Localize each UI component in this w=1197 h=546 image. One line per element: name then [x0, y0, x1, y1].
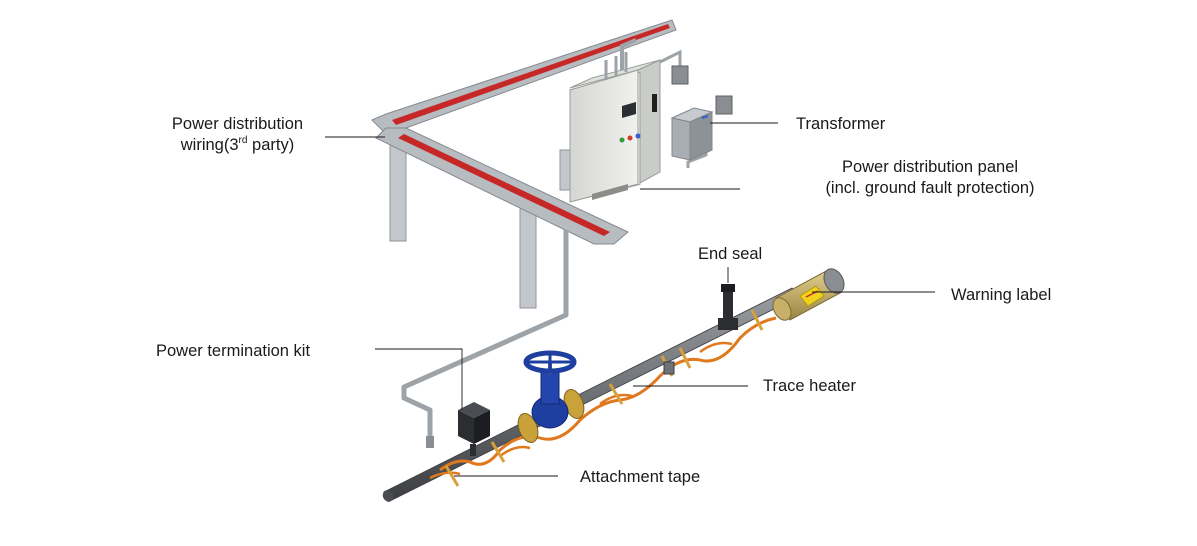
- tray-support-post: [559, 149, 571, 191]
- junction-box: [671, 65, 689, 85]
- pipe-insulation: [772, 268, 845, 321]
- label-power-distribution-panel-line2: (incl. ground fault protection): [825, 179, 1035, 197]
- panel-side: [637, 59, 661, 185]
- label-power-distribution-panel: Power distribution panel (incl. ground f…: [810, 157, 1050, 199]
- transformer-side: [689, 111, 713, 161]
- panel-front-face: [569, 69, 639, 203]
- label-power-distribution-wiring-line1: Power distribution: [171, 115, 304, 133]
- leader-line-power-termination-kit: [375, 348, 463, 410]
- panel-handle: [652, 94, 657, 112]
- end-seal-base: [718, 318, 738, 330]
- pipe-support: [663, 361, 675, 375]
- gate-valve: [517, 350, 585, 443]
- trace-heater-cable: [429, 341, 733, 480]
- trace-heater-cable: [439, 316, 777, 472]
- termination-box-front: [458, 410, 474, 444]
- termination-gland: [426, 436, 434, 448]
- panel-indicator-light: [635, 133, 641, 139]
- conduit-panel-to-transformer: [659, 49, 682, 70]
- transformer-front: [671, 117, 691, 161]
- label-trace-heater: Trace heater: [763, 377, 856, 395]
- end-seal-body: [723, 288, 733, 320]
- end-seal-cap: [721, 284, 735, 292]
- insulation-end: [823, 268, 845, 294]
- transformer-unit: [670, 107, 714, 161]
- leader-lines: [325, 122, 935, 477]
- panel-stand: [592, 184, 628, 200]
- panel-indicator-light: [627, 135, 633, 141]
- conduit-to-termination: [401, 230, 569, 438]
- junction-box: [715, 95, 733, 115]
- panel-indicator-light: [619, 137, 625, 143]
- label-warning-label: Warning label: [951, 286, 1052, 304]
- termination-stand: [470, 444, 476, 456]
- label-wiring-pre: wiring(3: [180, 136, 239, 154]
- label-power-distribution-wiring-line2: wiring(3rd party): [160, 135, 315, 156]
- tray-cable-red: [392, 24, 670, 125]
- end-seal: [718, 284, 738, 330]
- tray-branch-cable-red: [398, 134, 610, 236]
- power-distribution-panel: [569, 52, 661, 203]
- panel-display: [622, 102, 636, 118]
- label-transformer: Transformer: [796, 115, 886, 133]
- label-power-distribution-panel-line1: Power distribution panel: [841, 158, 1019, 176]
- label-end-seal: End seal: [698, 245, 763, 263]
- cable-tray: [371, 19, 677, 309]
- termination-box-side: [474, 410, 490, 444]
- valve-bonnet: [540, 371, 560, 405]
- insulation-end-near: [772, 297, 792, 321]
- conduit-tray-to-panel: [620, 38, 637, 75]
- label-wiring-post: party): [247, 136, 295, 154]
- label-power-distribution-wiring: Power distribution wiring(3rd party): [160, 114, 315, 156]
- flange: [517, 413, 539, 443]
- label-wiring-sup: rd: [238, 135, 248, 146]
- label-power-termination-kit: Power termination kit: [156, 342, 311, 360]
- label-attachment-tape: Attachment tape: [580, 468, 701, 486]
- tray-support-post: [519, 199, 537, 309]
- power-termination-kit: [426, 402, 490, 456]
- pipe-end: [382, 490, 394, 502]
